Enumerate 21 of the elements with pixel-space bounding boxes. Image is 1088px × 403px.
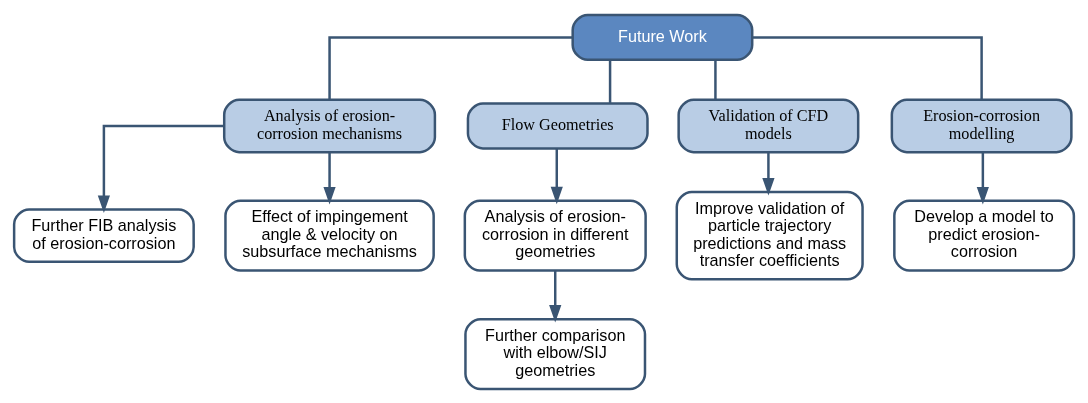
node-box: Effect of impingement angle & velocity on subsurface mechanisms: [224, 199, 435, 272]
arrow: [550, 148, 563, 204]
connector: [608, 59, 612, 103]
node-box: Improve validation of particle trajectory predictions and mass transfer coefficients: [675, 190, 864, 281]
arrow: [976, 152, 989, 204]
node-box: Analysis of erosion-corrosion mechanisms: [222, 98, 437, 153]
node-box: Erosion-corrosion modelling: [890, 98, 1073, 153]
arrow: [549, 270, 562, 323]
connector: [328, 35, 573, 99]
connector: [714, 59, 717, 99]
arrow: [323, 152, 336, 204]
node-box: Validation of CFD models: [677, 98, 860, 153]
node-box: Analysis of erosion-corrosion in different geometries: [463, 199, 647, 272]
node-box: Future Work: [571, 13, 754, 61]
arrow: [97, 124, 224, 213]
node-box: Flow Geometries: [466, 101, 649, 150]
node-box: Develop a model to predict erosion-corrosion: [893, 199, 1076, 272]
arrow: [762, 152, 775, 196]
connector: [752, 35, 983, 99]
node-box: Further FIB analysis of erosion-corrosion: [12, 207, 195, 263]
node-box: Further comparison with elbow/SIJ geometries: [464, 317, 647, 390]
